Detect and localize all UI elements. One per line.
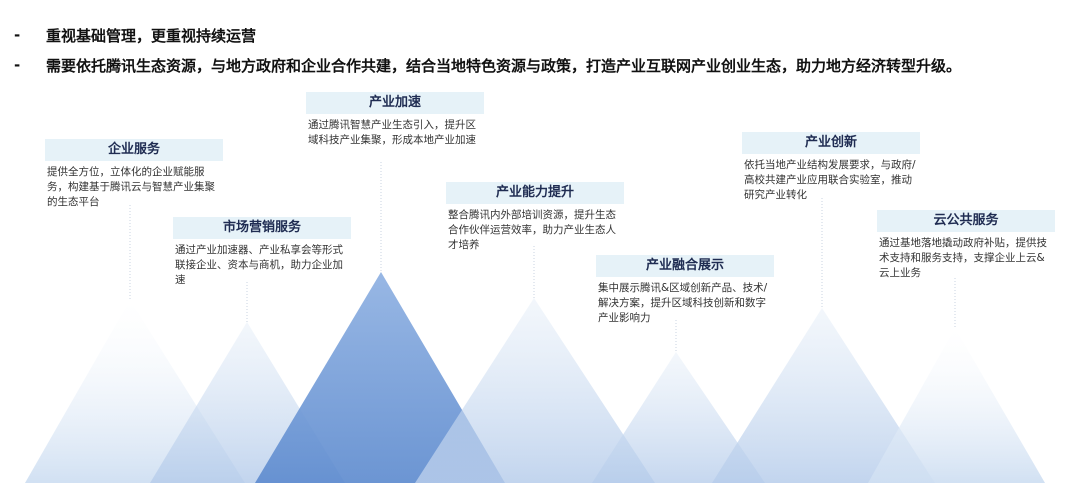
bullet-dash: -	[14, 26, 21, 44]
card-description: 提供全方位，立体化的企业赋能服务，构建基于腾讯云与智慧产业集聚的生态平台	[47, 166, 215, 208]
card-capability-upgrade: 产业能力提升 整合腾讯内外部培训资源，提升生态合作伙伴运营效率，助力产业生态人才…	[446, 182, 624, 253]
card-description: 通过产业加速器、产业私享会等形式联接企业、资本与商机，助力企业加速	[175, 244, 343, 286]
card-description: 依托当地产业结构发展要求，与政府/高校共建产业应用联合实验室，推动研究产业转化	[744, 159, 916, 201]
bullet-text: 需要依托腾讯生态资源，与地方政府和企业合作共建，结合当地特色资源与政策，打造产业…	[46, 56, 962, 75]
mountain-capability-upgrade	[415, 298, 655, 483]
bullet-item: - 需要依托腾讯生态资源，与地方政府和企业合作共建，结合当地特色资源与政策，打造…	[14, 50, 961, 80]
card-cloud-public-service: 云公共服务 通过基地落地撬动政府补贴，提供技术支持和服务支持，支撑企业上云&云上…	[877, 210, 1055, 281]
bullet-list: - 重视基础管理，更重视持续运营 - 需要依托腾讯生态资源，与地方政府和企业合作…	[14, 20, 961, 80]
card-integration-showcase: 产业融合展示 集中展示腾讯&区域创新产品、技术/解决方案，提升区域科技创新和数字…	[596, 255, 774, 326]
mountain-industry-acceleration	[255, 272, 505, 483]
card-title: 产业创新	[742, 132, 920, 154]
card-title: 企业服务	[45, 139, 223, 161]
card-description: 通过基地落地撬动政府补贴，提供技术支持和服务支持，支撑企业上云&云上业务	[879, 237, 1047, 279]
card-title: 产业融合展示	[596, 255, 774, 277]
bullet-text: 重视基础管理，更重视持续运营	[46, 26, 257, 45]
bullet-dash: -	[14, 56, 21, 74]
card-description: 集中展示腾讯&区域创新产品、技术/解决方案，提升区域科技创新和数字产业影响力	[598, 282, 768, 324]
card-title: 云公共服务	[877, 210, 1055, 232]
card-title: 产业加速	[306, 92, 484, 114]
mountain-cloud-public-service	[868, 328, 1045, 483]
card-marketing-service: 市场营销服务 通过产业加速器、产业私享会等形式联接企业、资本与商机，助力企业加速	[173, 217, 351, 288]
card-industry-acceleration: 产业加速 通过腾讯智慧产业生态引入，提升区域科技产业集聚，形成本地产业加速	[306, 92, 484, 148]
mountain-industry-innovation	[712, 308, 935, 483]
card-description: 整合腾讯内外部培训资源，提升生态合作伙伴运营效率，助力产业生态人才培养	[448, 209, 616, 251]
bullet-item: - 重视基础管理，更重视持续运营	[14, 20, 961, 50]
card-title: 市场营销服务	[173, 217, 351, 239]
mountain-integration-showcase	[592, 352, 765, 483]
card-title: 产业能力提升	[446, 182, 624, 204]
card-enterprise-service: 企业服务 提供全方位，立体化的企业赋能服务，构建基于腾讯云与智慧产业集聚的生态平…	[45, 139, 223, 210]
card-description: 通过腾讯智慧产业生态引入，提升区域科技产业集聚，形成本地产业加速	[308, 119, 476, 146]
card-industry-innovation: 产业创新 依托当地产业结构发展要求，与政府/高校共建产业应用联合实验室，推动研究…	[742, 132, 920, 203]
